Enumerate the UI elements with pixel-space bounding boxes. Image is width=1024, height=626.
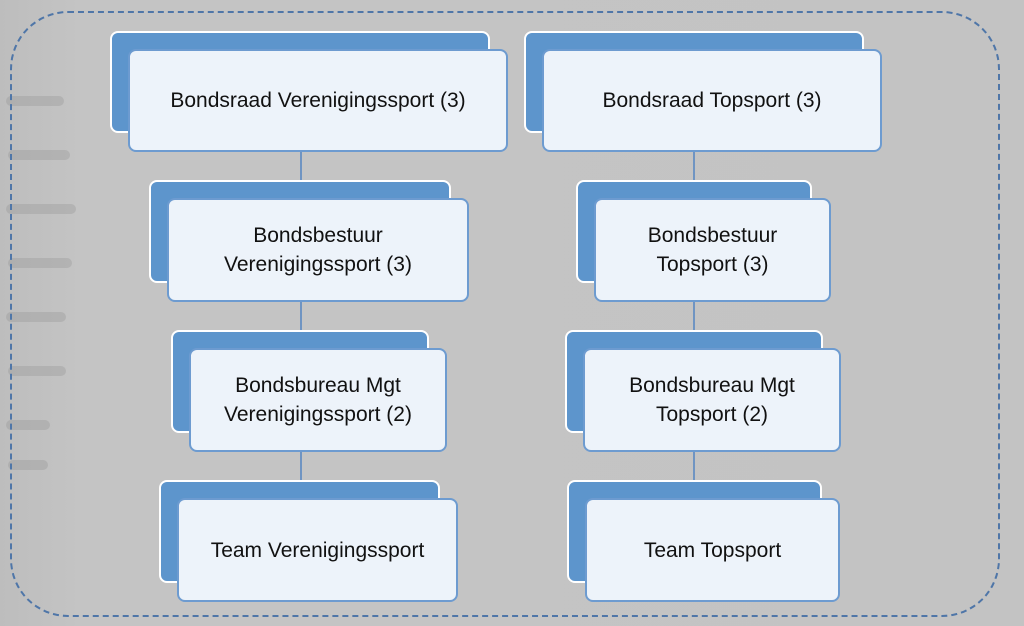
node-label: Bondsraad Verenigingssport (3) xyxy=(170,89,466,112)
node-box: Bondsraad Verenigingssport (3) xyxy=(128,49,508,152)
node-label: Bondsraad Topsport (3) xyxy=(602,89,822,112)
dashed-group-frame xyxy=(10,11,1000,617)
background-artifact xyxy=(6,96,64,106)
node-box: Bondsraad Topsport (3) xyxy=(542,49,882,152)
node-box: Team Verenigingssport xyxy=(177,498,458,602)
node-label: Bondsbestuur Topsport (3) xyxy=(647,224,778,276)
background-artifact xyxy=(8,150,70,160)
connector-right-2 xyxy=(693,301,695,347)
background-artifact xyxy=(8,366,66,376)
background-artifact xyxy=(6,312,66,322)
connector-right-1 xyxy=(693,151,695,196)
connector-left-1 xyxy=(300,151,302,196)
node-box: Bondsbureau Mgt Topsport (2) xyxy=(583,348,841,452)
background-artifact xyxy=(8,460,48,470)
node-label: Bondsbestuur Verenigingssport (3) xyxy=(224,224,412,276)
connector-right-3 xyxy=(693,451,695,498)
node-label: Team Topsport xyxy=(643,538,782,562)
connector-left-2 xyxy=(300,301,302,347)
node-label: Bondsbureau Mgt Verenigingssport (2) xyxy=(224,374,412,426)
node-box: Team Topsport xyxy=(585,498,840,602)
node-box: Bondsbestuur Topsport (3) xyxy=(594,198,831,302)
node-label: Team Verenigingssport xyxy=(210,538,425,562)
background-artifact xyxy=(8,258,72,268)
connector-left-3 xyxy=(300,451,302,498)
background-artifact xyxy=(6,204,76,214)
node-box: Bondsbureau Mgt Verenigingssport (2) xyxy=(189,348,447,452)
background-artifact xyxy=(6,420,50,430)
node-label: Bondsbureau Mgt Topsport (2) xyxy=(629,374,795,426)
node-box: Bondsbestuur Verenigingssport (3) xyxy=(167,198,469,302)
